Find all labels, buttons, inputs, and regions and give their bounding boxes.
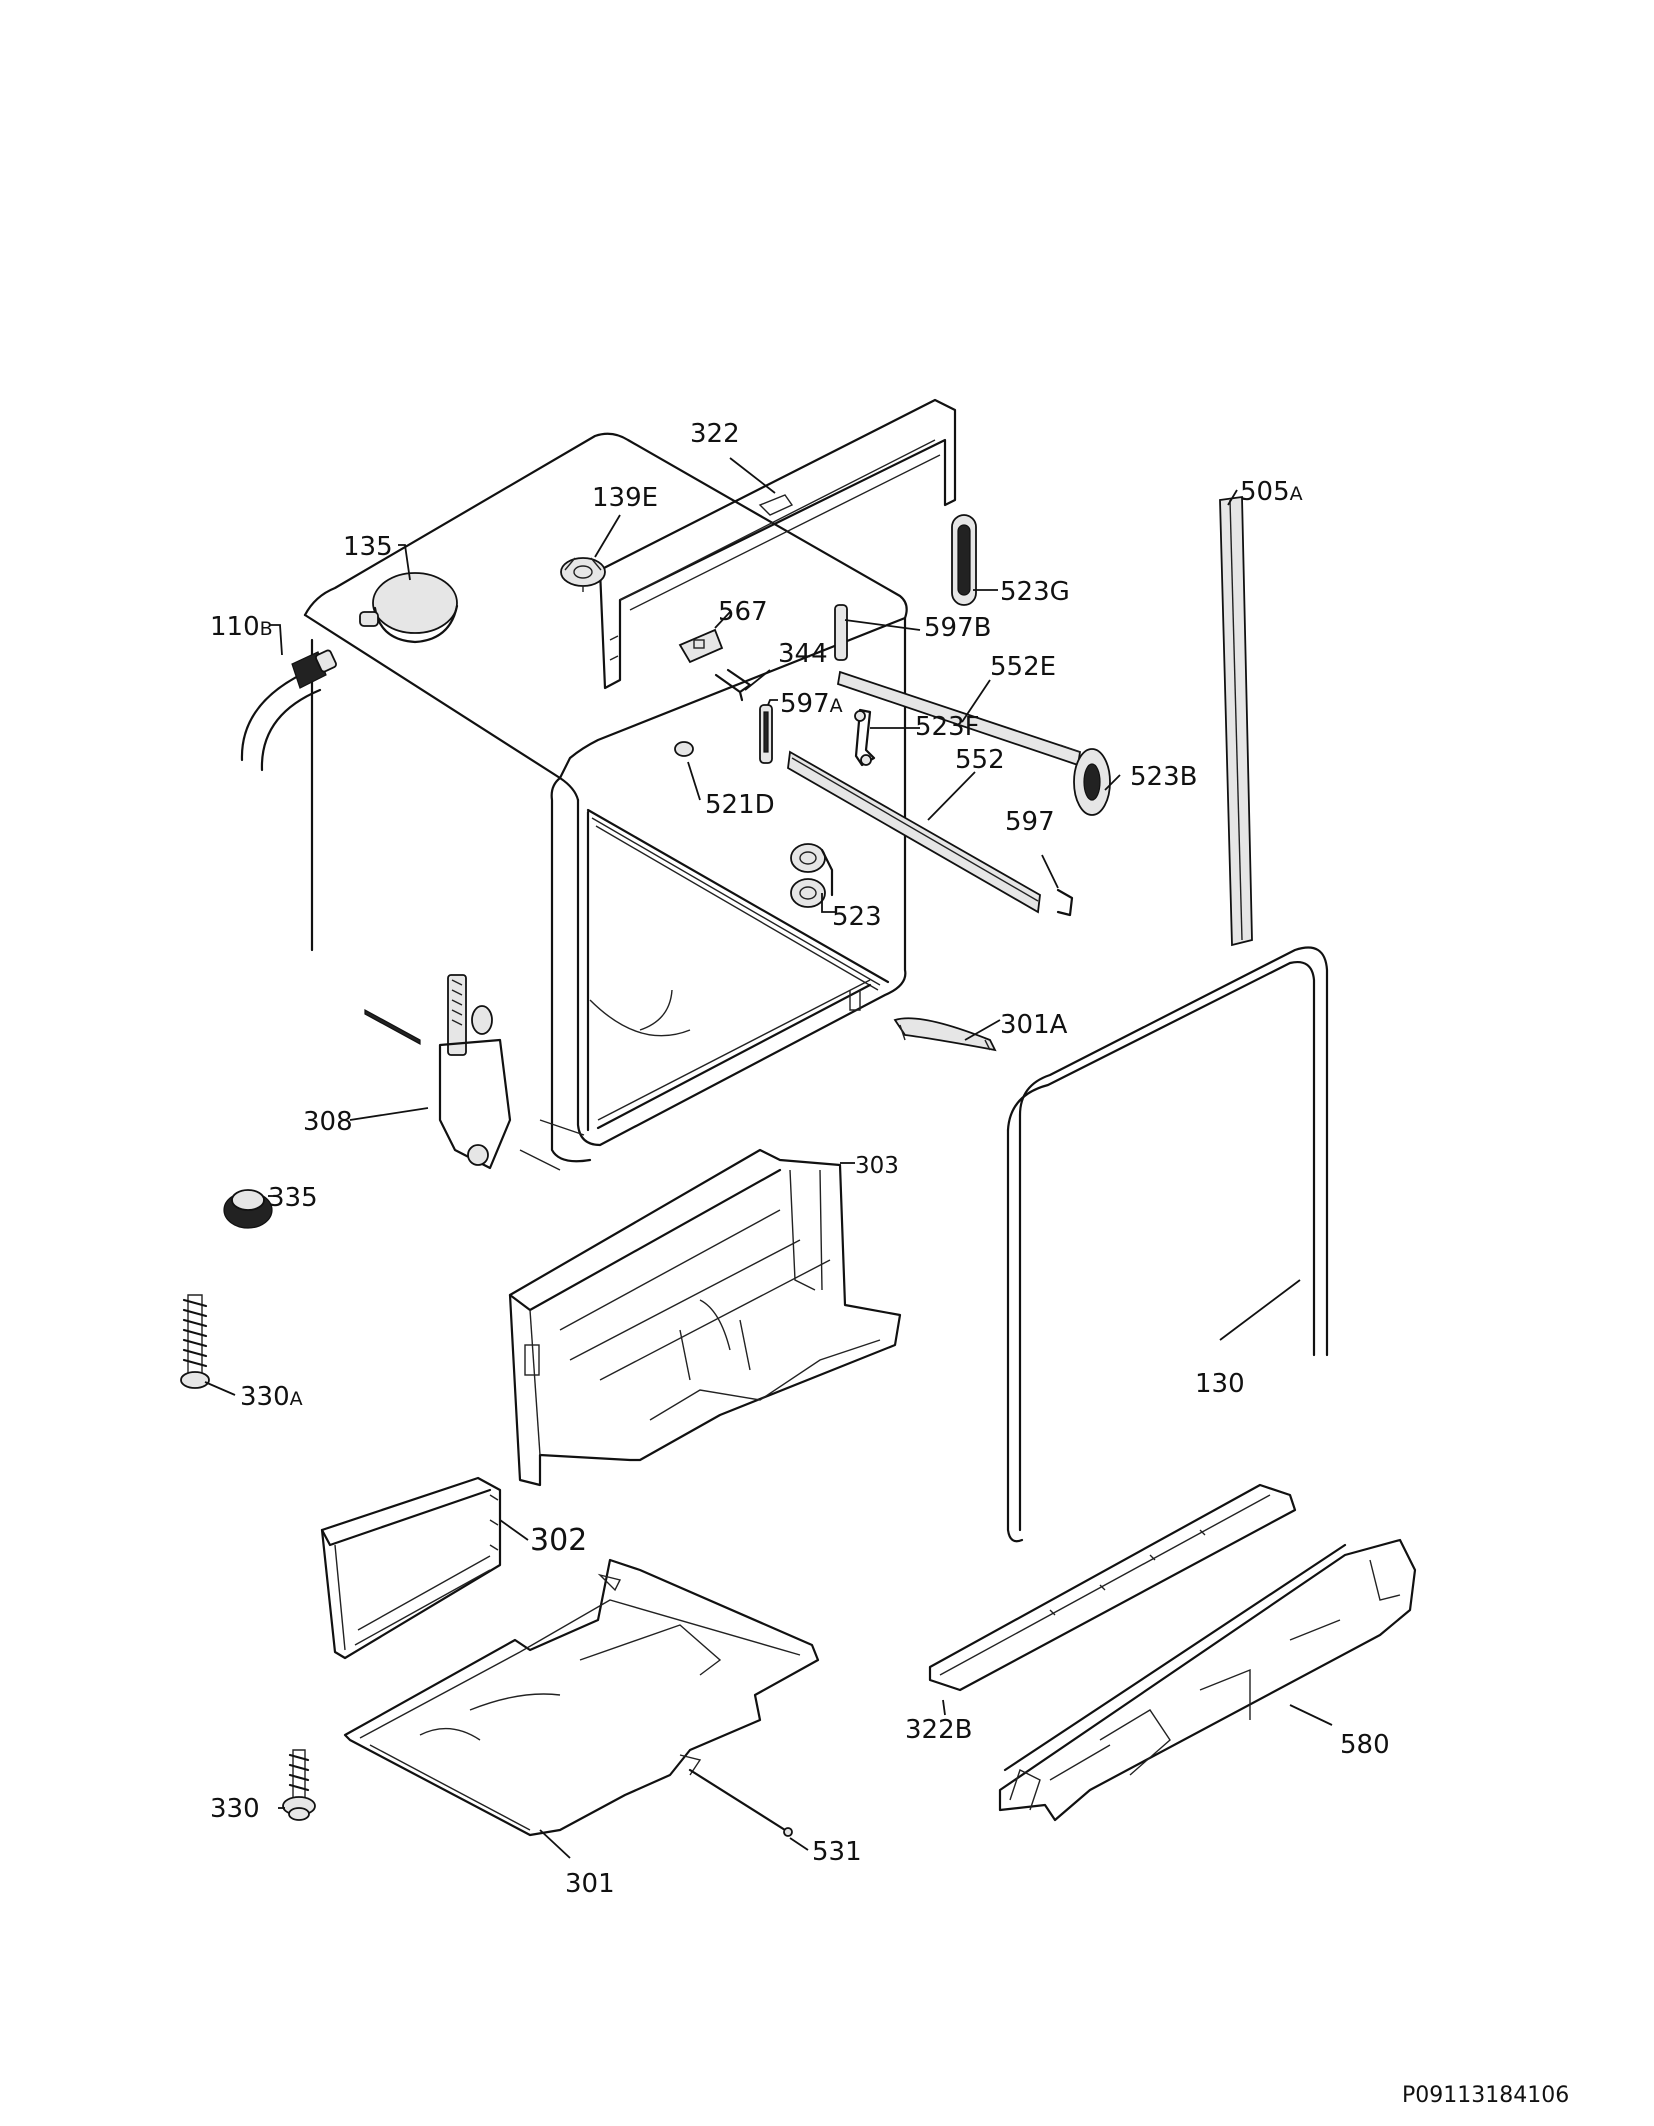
label-552: 552 [955, 745, 1005, 775]
door-seal-part [1006, 946, 1329, 1543]
label-597: 597 [1005, 807, 1055, 837]
label-523: 523 [832, 902, 882, 932]
float-cover-part [359, 572, 459, 644]
label-552e: 552E [990, 652, 1056, 682]
label-521d: 521D [705, 790, 775, 820]
nut-335-part [223, 1189, 273, 1229]
plinth-580-part [998, 1538, 1417, 1822]
nut-139e-part [560, 557, 606, 592]
label-135: 135 [343, 532, 393, 562]
label-322: 322 [690, 419, 740, 449]
hinge-308-part [364, 974, 512, 1170]
label-301a: 301A [1000, 1010, 1068, 1040]
drawing-code: P09113184106 [1402, 2083, 1569, 2108]
bracket-344-part [714, 668, 752, 702]
screw-330-part [282, 1749, 316, 1821]
panel-302-part [320, 1476, 502, 1660]
label-523f: 523F [915, 712, 980, 742]
top-frame-part [598, 398, 957, 690]
cover-301a-part [893, 1017, 997, 1052]
label-580: 580 [1340, 1730, 1390, 1760]
rod-531-part [688, 1768, 793, 1837]
leader-lines [204, 457, 1333, 1859]
callout-labels: 322 139E 505A 135 523G 110B 567 597B 344… [210, 419, 1390, 1899]
label-597b: 597B [924, 613, 991, 643]
label-523b: 523B [1130, 762, 1197, 792]
label-322b: 322B [905, 1715, 972, 1745]
label-303: 303 [855, 1153, 899, 1179]
guide-597b-part [834, 604, 848, 661]
label-302: 302 [530, 1523, 587, 1558]
label-330a: 330A [240, 1382, 303, 1412]
label-110b: 110B [210, 612, 273, 642]
gasket-523b-part [1073, 748, 1111, 816]
bracket-523f-part [854, 708, 876, 767]
strip-505a-part [1219, 495, 1253, 947]
base-frame-303-part [508, 1148, 902, 1487]
label-330: 330 [210, 1794, 260, 1824]
label-308: 308 [303, 1107, 353, 1137]
clip-567-part [678, 628, 724, 664]
label-130: 130 [1195, 1369, 1245, 1399]
hose-part [240, 649, 337, 772]
gasket-523g-part [951, 514, 977, 606]
label-523g: 523G [1000, 577, 1070, 607]
tub-cabinet [303, 432, 908, 1171]
label-301: 301 [565, 1869, 615, 1899]
base-tray-301-part [343, 1558, 820, 1837]
clip-597-part [1056, 888, 1074, 917]
label-335: 335 [268, 1183, 318, 1213]
label-531: 531 [812, 1837, 862, 1867]
plug-521d-part [674, 741, 694, 757]
rail-322b-part [928, 1483, 1297, 1692]
label-567: 567 [718, 597, 768, 627]
guide-597a-part [759, 704, 773, 764]
label-344: 344 [778, 639, 828, 669]
label-139e: 139E [592, 483, 658, 513]
label-505a: 505A [1240, 477, 1303, 507]
rail-552-part [787, 750, 1041, 914]
screw-330a-part [180, 1294, 210, 1389]
fitting-523-part [790, 843, 834, 908]
label-597a: 597A [780, 689, 843, 719]
